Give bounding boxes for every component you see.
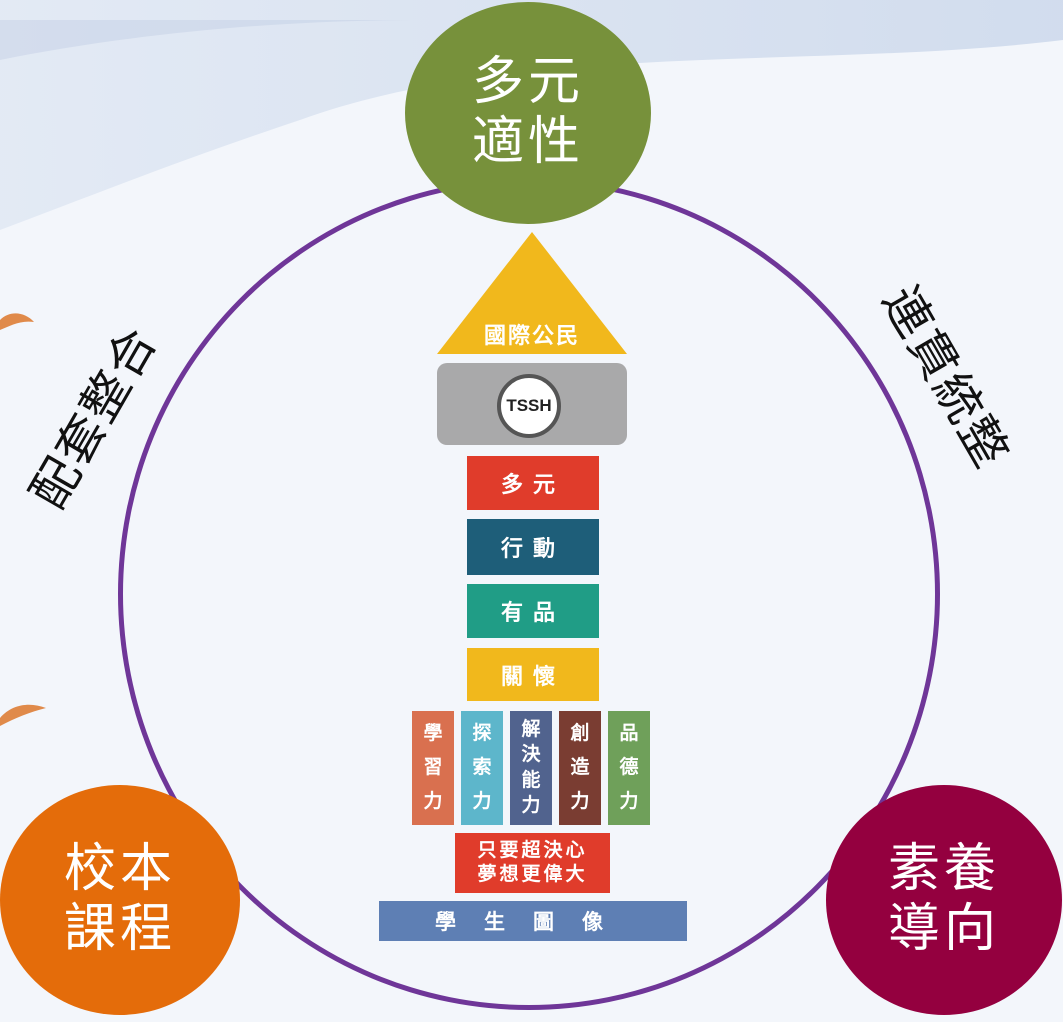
motto-line-1: 只要超決心 — [477, 839, 588, 862]
tower-bar-3: 有品 — [467, 584, 599, 638]
node-top-line-2: 適性 — [471, 112, 584, 172]
node-bottom-left-line-1: 校本 — [63, 839, 176, 900]
tower-roof-label: 國際公民 — [483, 324, 580, 349]
column-char: 學 — [423, 722, 443, 745]
node-bottom-left-line-2: 課程 — [63, 899, 176, 959]
column-char: 力 — [423, 790, 443, 813]
tower-bar-1: 多元 — [467, 456, 599, 510]
tower-column-2: 探 索 力 — [461, 711, 503, 825]
node-bottom-left: 校本 課程 — [0, 785, 240, 1015]
tower-column-5: 品 德 力 — [608, 711, 650, 825]
column-char: 力 — [619, 790, 639, 813]
column-char: 創 — [570, 722, 590, 745]
node-top: 多元 適性 — [405, 2, 651, 224]
column-char: 力 — [521, 794, 541, 817]
column-char: 索 — [472, 756, 492, 779]
column-char: 能 — [521, 768, 541, 791]
column-char: 習 — [423, 756, 443, 779]
tower-bar-4: 關懷 — [467, 648, 599, 701]
tower-motto: 只要超決心 夢想更偉大 — [455, 833, 610, 893]
tower-column-4: 創 造 力 — [559, 711, 601, 825]
node-bottom-right-line-2: 導向 — [887, 899, 1000, 959]
column-char: 探 — [472, 722, 492, 745]
node-bottom-right: 素養 導向 — [826, 785, 1062, 1015]
column-char: 解 — [521, 717, 541, 740]
column-char: 造 — [570, 756, 590, 779]
column-char: 品 — [619, 722, 639, 745]
tower-column-3: 解 決 能 力 — [510, 711, 552, 825]
column-char: 力 — [472, 790, 492, 813]
column-char: 力 — [570, 790, 590, 813]
node-top-line-1: 多元 — [471, 52, 584, 113]
node-bottom-right-line-1: 素養 — [887, 839, 1000, 900]
tower-bar-2: 行動 — [467, 519, 599, 575]
column-char: 德 — [619, 756, 639, 779]
tower-base: 學生圖像 — [379, 901, 687, 941]
swoosh-decoration-upper — [0, 313, 34, 330]
tower-column-1: 學 習 力 — [412, 711, 454, 825]
school-logo: TSSH — [497, 374, 561, 438]
swoosh-decoration-lower — [0, 704, 46, 726]
column-char: 決 — [521, 743, 541, 766]
motto-line-2: 夢想更偉大 — [477, 863, 588, 885]
